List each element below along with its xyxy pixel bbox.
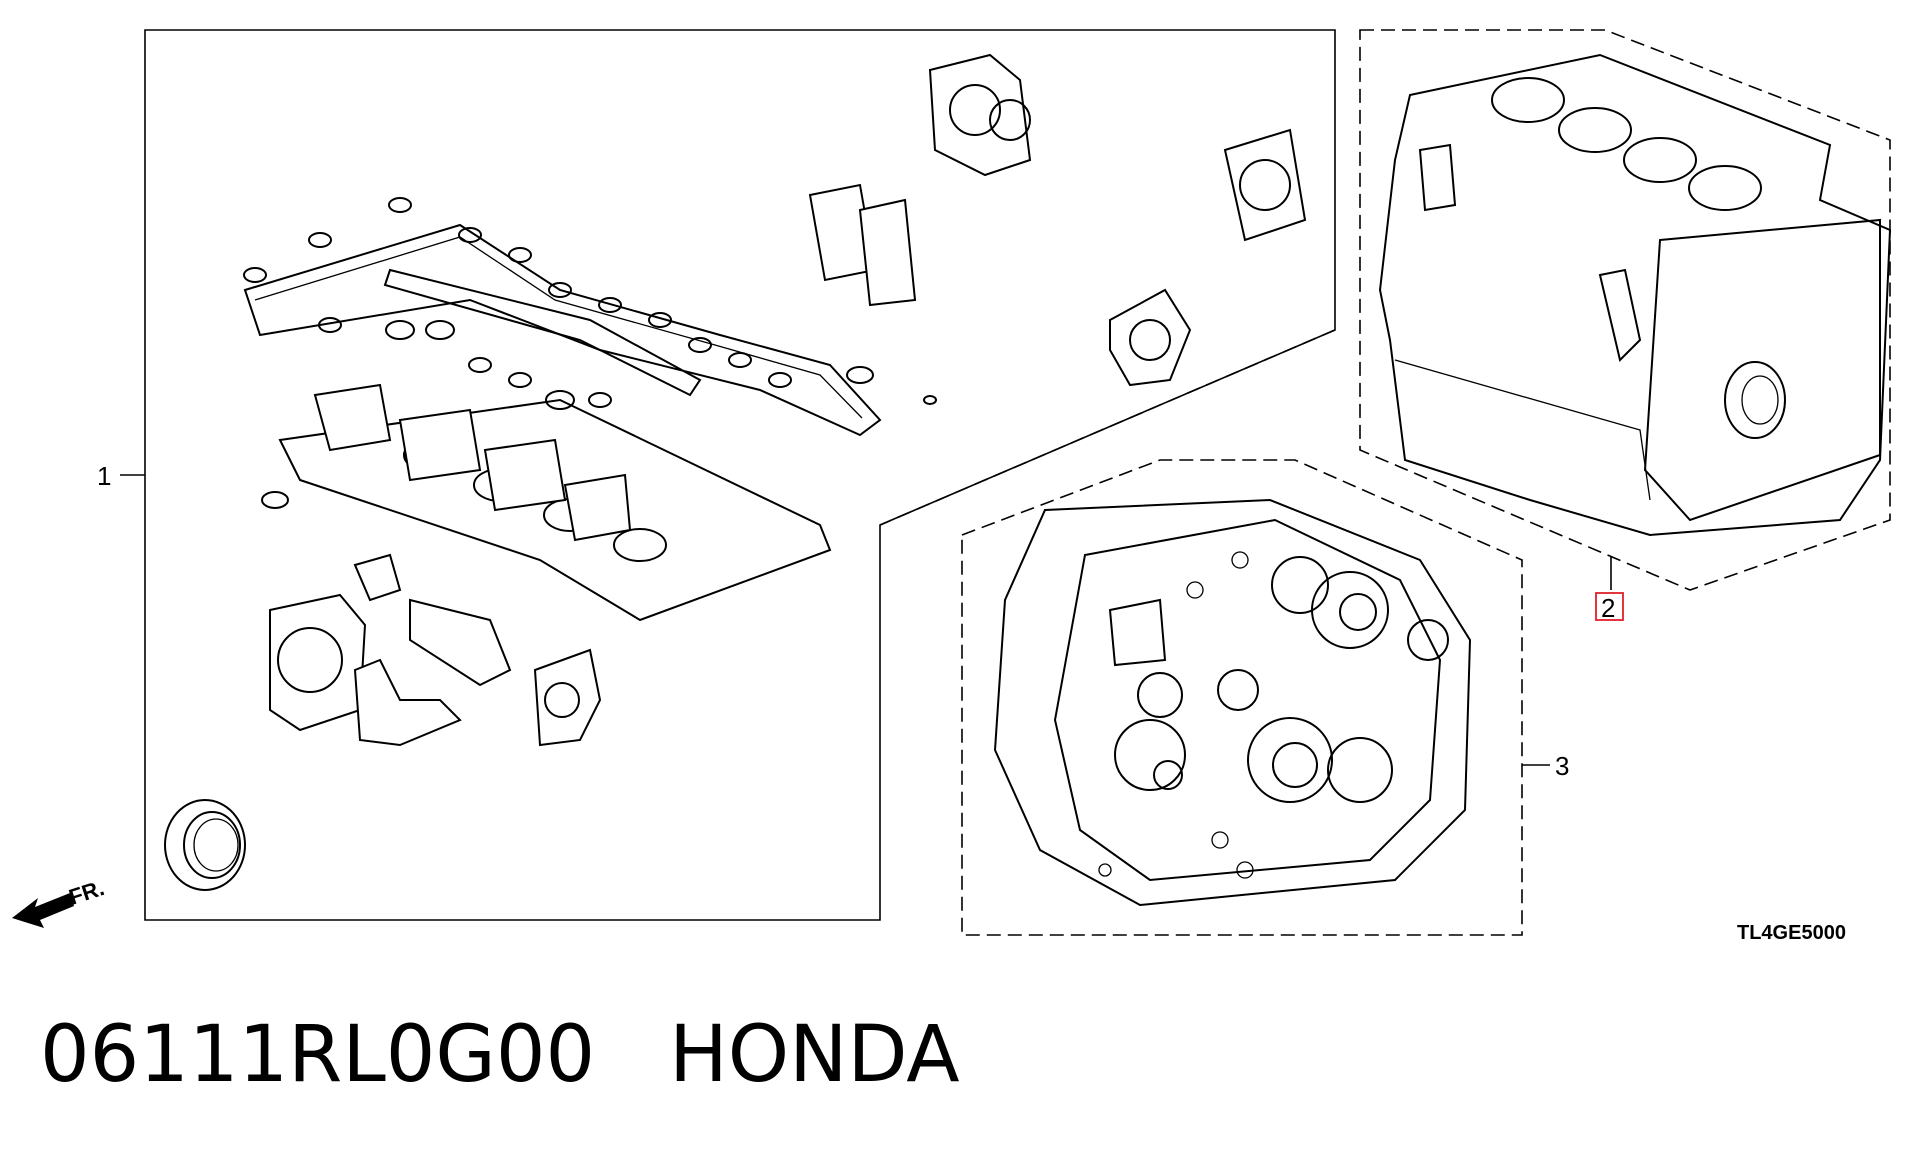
group-3-frame	[961, 459, 1523, 936]
engine-block	[1378, 53, 1892, 537]
front-direction-arrow: FR.	[12, 875, 107, 928]
part-number: 06111RL0G00	[40, 1010, 596, 1100]
caption: 06111RL0G00 HONDA	[40, 1010, 960, 1100]
transmission-gasket-set	[993, 498, 1472, 907]
group-2-frame	[1359, 29, 1891, 591]
cylinder-head-gasket-set	[164, 53, 1307, 891]
front-direction-label: FR.	[66, 875, 107, 910]
diagram-code: TL4GE5000	[1737, 922, 1846, 944]
arrow-icon	[12, 893, 74, 928]
callout-1: 1	[97, 461, 111, 491]
callout-3: 3	[1555, 751, 1569, 781]
callout-2-highlight	[1595, 592, 1624, 621]
callout-2: 2	[1601, 593, 1615, 623]
brand-name: HONDA	[669, 1010, 960, 1100]
